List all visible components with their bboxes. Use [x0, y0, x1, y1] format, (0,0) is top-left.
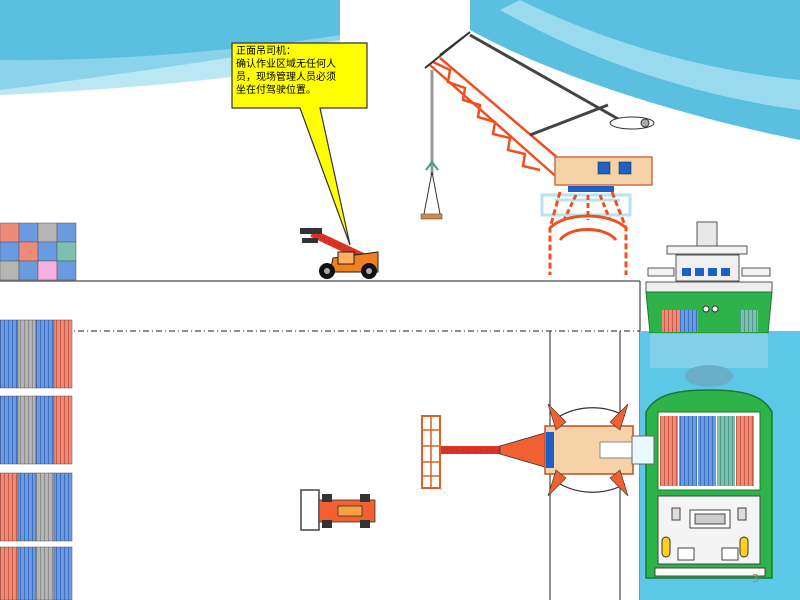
container-stack-side	[0, 222, 77, 281]
reach-stacker-plan	[300, 489, 376, 531]
callout-line: 坐在付驾驶位置。	[236, 85, 316, 96]
background-decoration	[0, 0, 800, 140]
callout	[231, 42, 368, 246]
callout-line: 员，现场管理人员必须	[236, 72, 336, 83]
gantry-crane-icon	[420, 31, 655, 275]
container-rows-plan	[0, 319, 73, 600]
callout-title: 正面吊司机：	[236, 46, 296, 57]
ship-icon	[645, 221, 773, 387]
ship-plan	[645, 389, 773, 579]
callout-line: 确认作业区域无任何人	[236, 59, 336, 70]
page-number: 3	[752, 572, 759, 585]
crane-plan	[421, 403, 655, 497]
callout-text: 正面吊司机： 确认作业区域无任何人 员，现场管理人员必须 坐在付驾驶位置。	[236, 45, 364, 97]
reach-stacker-icon	[300, 228, 379, 279]
